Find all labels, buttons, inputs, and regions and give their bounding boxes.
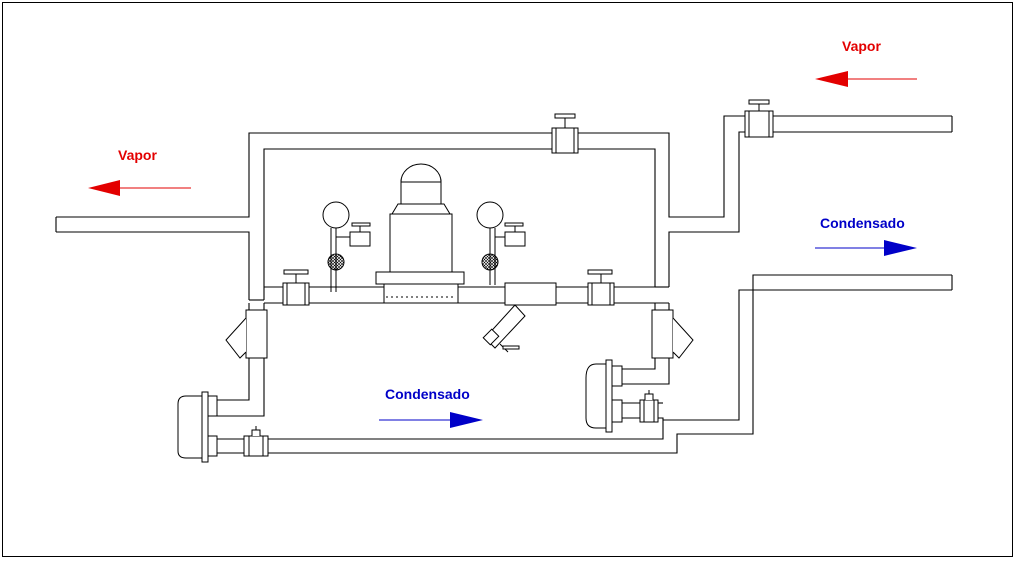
bottom-condensate-line [217, 274, 953, 454]
outlet-pressure-gauge [476, 201, 526, 285]
y-strainer [482, 282, 557, 353]
condensado-bottom-arrow [379, 412, 483, 428]
condensado-right-arrow [815, 240, 917, 256]
vapor-left-arrow [88, 180, 191, 196]
condensado-right-label: Condensado [820, 215, 905, 231]
left-drip-leg [217, 303, 265, 417]
inlet-valve [744, 99, 774, 138]
left-isolating-valve [282, 269, 310, 306]
vapor-right-arrow [815, 71, 917, 87]
right-drip-strainer [651, 309, 694, 359]
vapor-left-label: Vapor [118, 147, 157, 163]
left-drip-strainer [225, 309, 268, 359]
left-return-valve [243, 426, 269, 457]
right-return-valve [639, 390, 659, 423]
inlet-pressure-gauge [322, 201, 371, 292]
main-station-line [249, 286, 669, 304]
vapor-right-label: Vapor [842, 38, 881, 54]
condensado-bottom-label: Condensado [385, 386, 470, 402]
right-drip-leg [622, 303, 670, 420]
right-isolating-valve [587, 269, 615, 306]
left-steam-pipe-loop [55, 115, 953, 300]
right-steam-trap [585, 359, 623, 433]
bypass-valve [551, 113, 579, 154]
left-steam-trap [177, 391, 218, 463]
pressure-reducing-valve [375, 163, 465, 304]
